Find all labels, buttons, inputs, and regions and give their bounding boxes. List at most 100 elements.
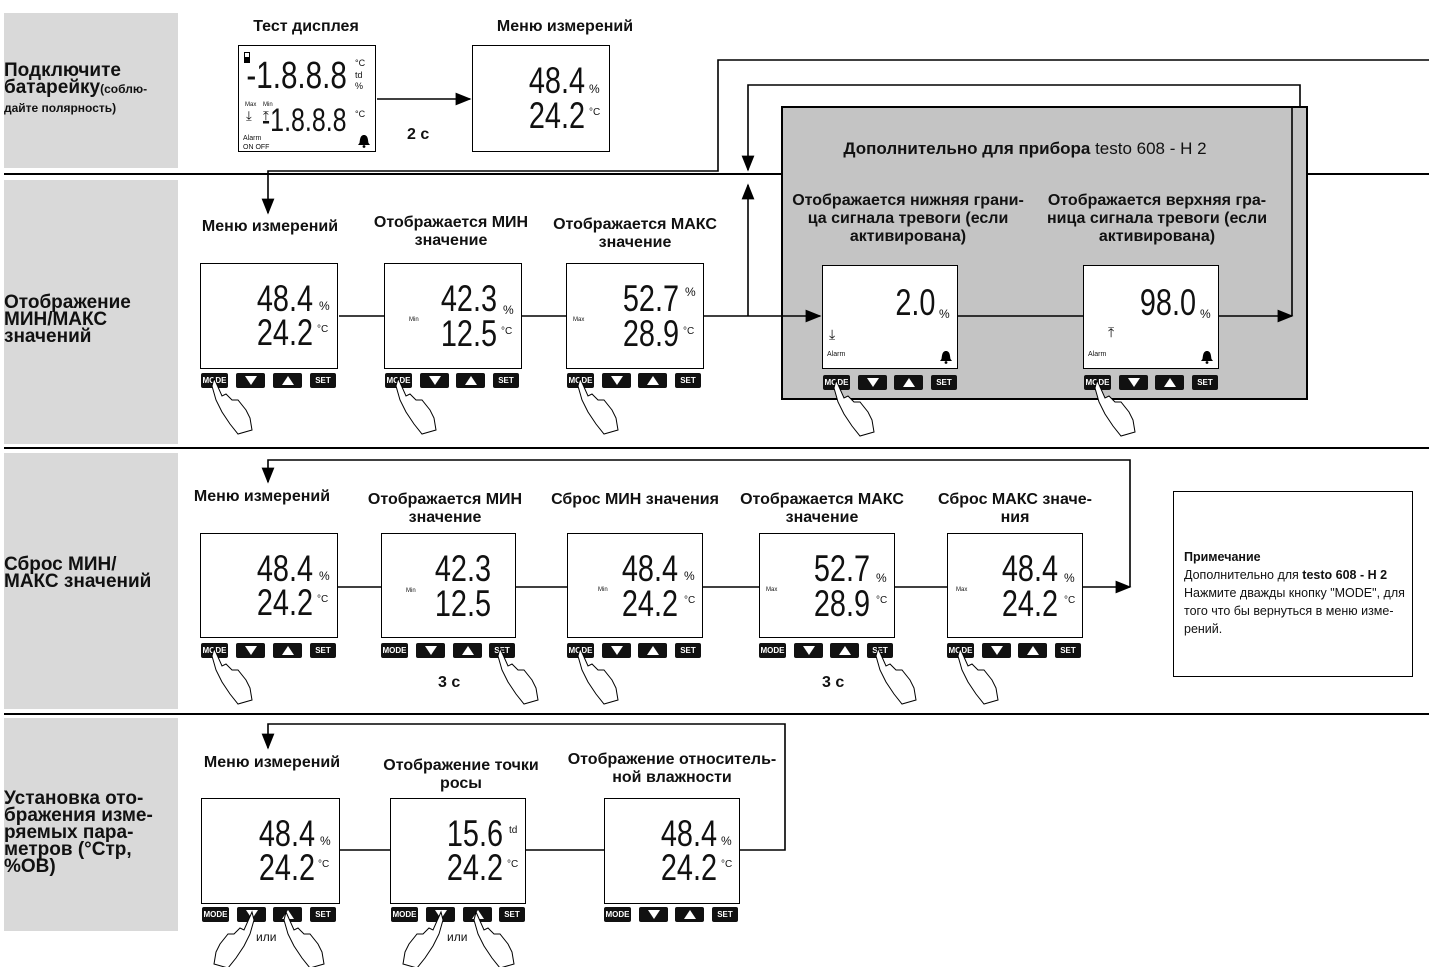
unit-pct: % — [355, 81, 364, 91]
set-button[interactable]: SET — [310, 643, 336, 658]
mode-button[interactable]: MODE — [1084, 375, 1111, 390]
mode-button[interactable]: MODE — [391, 907, 418, 922]
bell-icon — [940, 351, 952, 364]
set-button[interactable]: SET — [712, 907, 738, 922]
unit: °C — [501, 326, 513, 337]
unit-c: °C — [589, 107, 601, 118]
row2-lcd-max: Max 52.7 % 28.9 °C — [566, 263, 704, 369]
unit-c-bottom: °C — [355, 109, 366, 119]
unit: °C — [1064, 595, 1076, 606]
display-test-title: Тест дисплея — [253, 18, 359, 35]
mode-button[interactable]: MODE — [823, 375, 850, 390]
min-label: Min — [406, 588, 416, 594]
down-button[interactable] — [236, 643, 265, 658]
mode-button[interactable]: MODE — [201, 373, 228, 388]
up-button[interactable] — [456, 373, 485, 388]
set-button[interactable]: SET — [867, 643, 893, 658]
unit: °C — [876, 595, 888, 606]
up-button[interactable] — [463, 907, 492, 922]
up-button[interactable] — [894, 375, 923, 390]
up-button[interactable] — [638, 373, 667, 388]
lcd-top: 42.3 — [434, 548, 491, 589]
up-button[interactable] — [638, 643, 667, 658]
down-button[interactable] — [236, 373, 265, 388]
down-button[interactable] — [1119, 375, 1148, 390]
row2-lcd-menu: 48.4 % 24.2 °C — [200, 263, 338, 369]
set-button[interactable]: SET — [499, 907, 525, 922]
up-button[interactable] — [273, 373, 302, 388]
mode-button[interactable]: MODE — [385, 373, 412, 388]
down-button[interactable] — [858, 375, 887, 390]
up-button[interactable] — [273, 643, 302, 658]
set-button[interactable]: SET — [1055, 643, 1081, 658]
note-line1: Дополнительно для testo 608 - H 2 — [1184, 568, 1388, 582]
unit: °C — [683, 326, 695, 337]
unit: °C — [721, 859, 733, 870]
unit-c-top: °C — [355, 58, 366, 68]
unit: % — [684, 569, 695, 583]
mode-button[interactable]: MODE — [202, 907, 229, 922]
min-label: Min — [409, 317, 419, 323]
lcd-bottom: 28.9 — [813, 583, 870, 624]
mode-button[interactable]: MODE — [201, 643, 228, 658]
row3-lcd-menu: 48.4 % 24.2 °C — [200, 533, 338, 638]
up-button[interactable] — [453, 643, 482, 658]
down-button[interactable] — [639, 907, 668, 922]
up-button[interactable] — [830, 643, 859, 658]
row2-title-4: Отображается нижняя грани-ца сигнала тре… — [792, 192, 1024, 245]
row4-title-2: Отображение точки росы — [383, 757, 539, 792]
row3-lcd-min: Min 42.3 12.5 — [381, 533, 516, 638]
max-label: Max — [766, 587, 778, 593]
down-button[interactable] — [602, 373, 631, 388]
set-button[interactable]: SET — [931, 375, 957, 390]
unit: % — [1064, 571, 1075, 585]
row3-title-3: Сброс МИН значения — [551, 491, 719, 508]
down-button[interactable] — [237, 907, 266, 922]
up-button[interactable] — [675, 907, 704, 922]
set-button[interactable]: SET — [310, 373, 336, 388]
note-heading: Примечание — [1184, 550, 1261, 564]
band-connect-battery — [4, 13, 178, 168]
down-button[interactable] — [420, 373, 449, 388]
set-button[interactable]: SET — [675, 373, 701, 388]
up-button[interactable] — [1018, 643, 1047, 658]
lcd-bottom: 24.2 — [258, 847, 315, 888]
unit: % — [721, 834, 732, 848]
set-button[interactable]: SET — [493, 373, 519, 388]
lcd-bottom: 12.5 — [434, 583, 491, 624]
unit: °C — [317, 324, 329, 335]
max-label: Max — [956, 587, 968, 593]
band-label-set-parameters: Установка ото-бражения изме-ряемых пара-… — [4, 788, 153, 877]
set-button[interactable]: SET — [675, 643, 701, 658]
up-button[interactable] — [1155, 375, 1184, 390]
mode-button[interactable]: MODE — [567, 643, 594, 658]
hold-3s-max: 3 с — [822, 674, 845, 691]
down-button[interactable] — [794, 643, 823, 658]
max-label: Max — [245, 102, 257, 108]
set-button[interactable]: SET — [310, 907, 336, 922]
unit: % — [320, 834, 331, 848]
unit-pct: % — [589, 82, 600, 96]
mode-button[interactable]: MODE — [381, 643, 408, 658]
row2-title-1: Меню измерений — [201, 218, 339, 235]
band-label-connect: Подключите батарейку(соблю-дайте полярно… — [4, 60, 148, 115]
mode-button[interactable]: MODE — [604, 907, 631, 922]
note-box: Примечание Дополнительно для testo 608 -… — [1173, 491, 1413, 677]
down-button[interactable] — [416, 643, 445, 658]
battery-icon — [244, 52, 250, 63]
min-label: Min — [598, 587, 608, 593]
down-button[interactable] — [982, 643, 1011, 658]
down-button[interactable] — [426, 907, 455, 922]
up-button[interactable] — [273, 907, 302, 922]
unit: °C — [318, 859, 330, 870]
row3-lcd-min-reset: Min 48.4 % 24.2 °C — [567, 533, 703, 638]
row4-lcd-dewpoint: 15.6 td 24.2 °C — [390, 798, 526, 904]
set-button[interactable]: SET — [1192, 375, 1218, 390]
mode-button[interactable]: MODE — [947, 643, 974, 658]
lcd-bottom: 24.2 — [1001, 583, 1058, 624]
down-button[interactable] — [602, 643, 631, 658]
menu-temperature: 24.2 — [528, 95, 585, 136]
mode-button[interactable]: MODE — [759, 643, 786, 658]
mode-button[interactable]: MODE — [567, 373, 594, 388]
set-button[interactable]: SET — [489, 643, 515, 658]
